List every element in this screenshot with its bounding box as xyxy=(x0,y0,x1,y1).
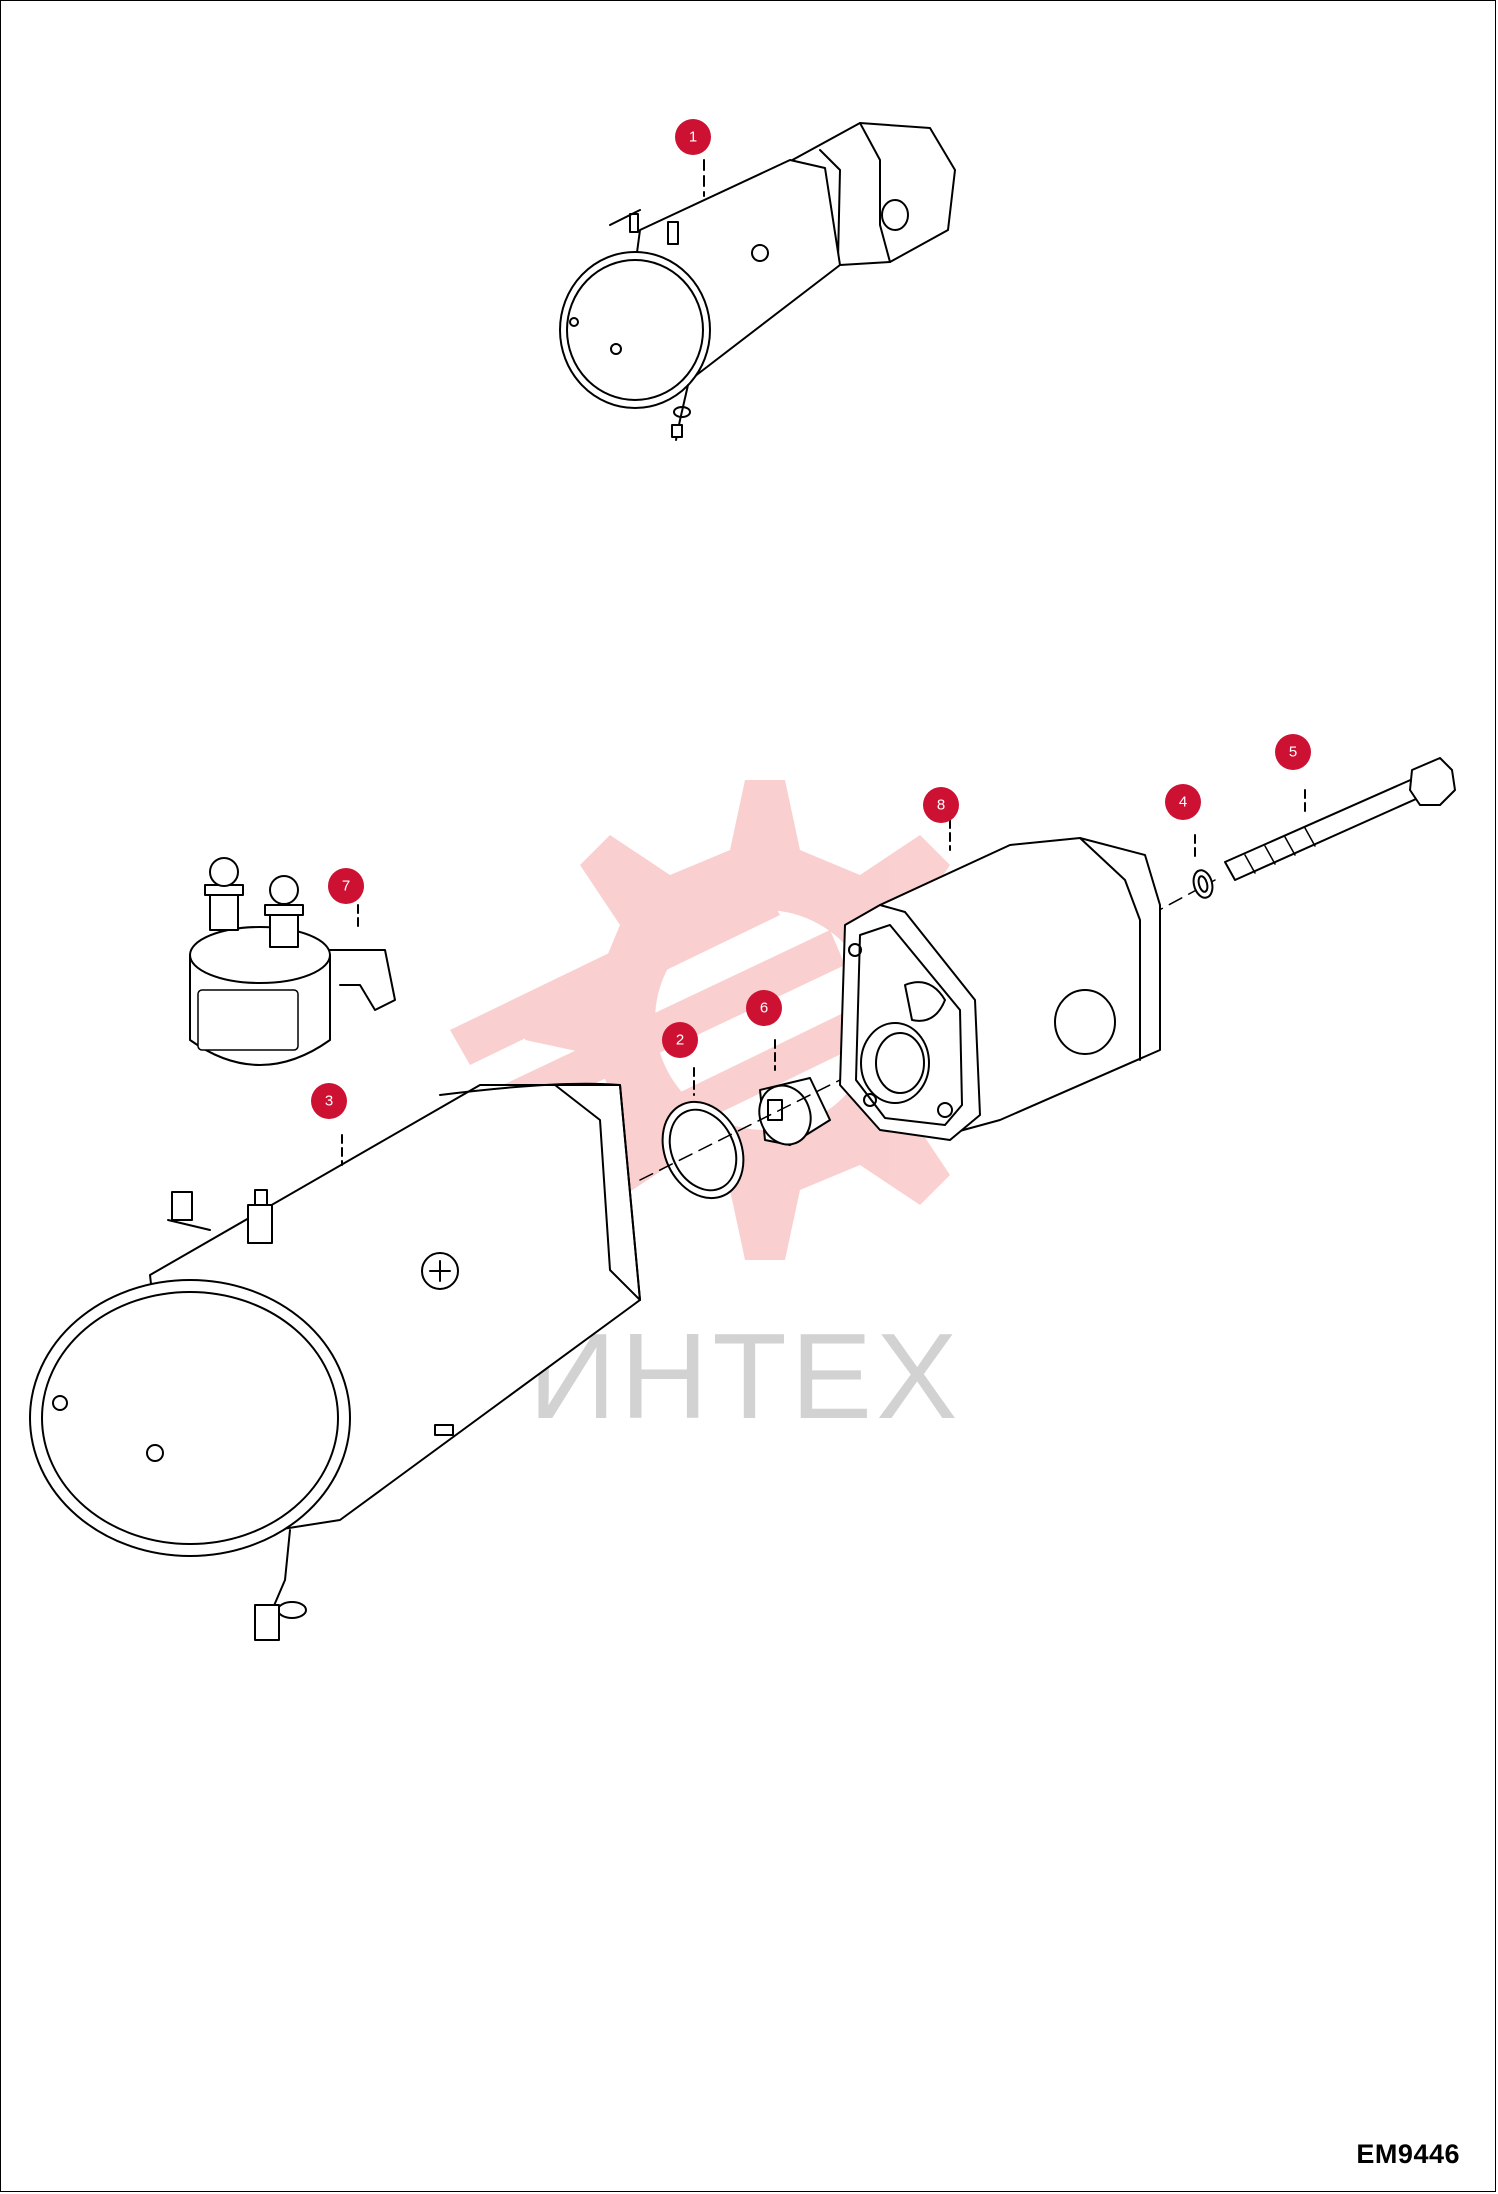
part-3-electric-motor xyxy=(29,1082,641,1641)
callout-marker xyxy=(1165,784,1201,820)
callout-label: 6 xyxy=(760,1000,768,1017)
callout-label: 7 xyxy=(342,878,350,895)
callout-3[interactable]: 3 xyxy=(311,1083,347,1119)
callout-label: 2 xyxy=(676,1032,684,1049)
callout-marker xyxy=(923,787,959,823)
watermark-text: ИНТЕХ xyxy=(528,1308,961,1444)
part-7-solenoid xyxy=(189,857,396,1066)
callout-5[interactable]: 5 xyxy=(1275,734,1311,770)
callout-2[interactable]: 2 xyxy=(662,1022,698,1058)
callout-marker xyxy=(328,868,364,904)
callout-1[interactable]: 1 xyxy=(675,119,711,155)
callout-marker xyxy=(311,1083,347,1119)
figure-code: EM9446 xyxy=(1356,2139,1460,2169)
callout-6[interactable]: 6 xyxy=(746,990,782,1026)
part-4-washer xyxy=(1192,834,1214,899)
callout-label: 3 xyxy=(325,1093,333,1110)
callout-label: 1 xyxy=(689,129,697,146)
callout-marker xyxy=(746,990,782,1026)
callout-marker xyxy=(675,119,711,155)
callout-8[interactable]: 8 xyxy=(923,787,959,823)
callout-label: 4 xyxy=(1179,794,1187,811)
callout-marker xyxy=(1275,734,1311,770)
callout-marker xyxy=(662,1022,698,1058)
callout-4[interactable]: 4 xyxy=(1165,784,1201,820)
callout-label: 5 xyxy=(1289,744,1297,761)
callout-label: 8 xyxy=(937,797,945,814)
part-8-hydraulic-pump xyxy=(839,819,1161,1141)
callout-7[interactable]: 7 xyxy=(328,868,364,904)
part-5-bolt xyxy=(1224,757,1456,881)
callout-layer: 1 2 3 4 5 6 7 8 xyxy=(311,119,1311,1119)
part-1-motor-pump-assembly xyxy=(559,122,956,441)
